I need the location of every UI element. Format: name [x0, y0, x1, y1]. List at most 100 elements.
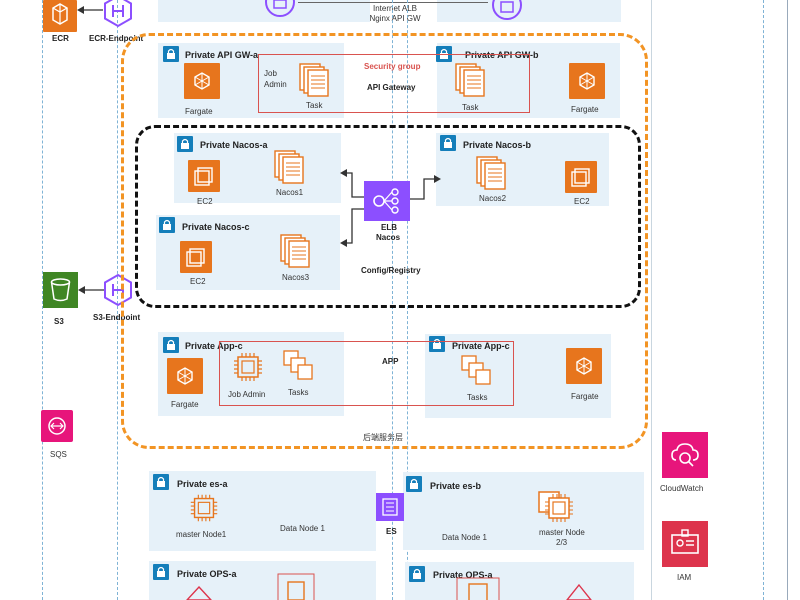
iam-label: IAM [677, 573, 692, 582]
security-group-label: Security group [364, 62, 421, 71]
top-subnet-right [437, 0, 621, 22]
nacos2-label: Nacos2 [479, 194, 507, 203]
security-group-box [258, 54, 530, 113]
tasks-icon [461, 355, 491, 385]
alb-line [298, 2, 488, 3]
task-label-left: Task [306, 101, 323, 110]
ec2-icon [180, 241, 212, 273]
cloudwatch-icon [662, 432, 708, 478]
s3-endpoint-label: S3-Endpoint [93, 313, 141, 322]
cloudwatch-label: CloudWatch [660, 484, 704, 493]
alb-icon-right [492, 0, 522, 20]
lock-icon [153, 564, 169, 580]
iam-icon [662, 521, 708, 567]
data-node1-label-b: Data Node 1 [442, 533, 487, 542]
subnet-title-app-c-right: Private App-c [452, 341, 510, 351]
fargate-label-api-b: Fargate [571, 105, 599, 114]
elb-connectors [340, 169, 441, 247]
task-icon [299, 63, 329, 97]
lock-icon [163, 46, 179, 62]
job-admin-chip-icon [234, 353, 262, 381]
job-admin-label-api: Job Admin [264, 69, 287, 89]
s3-icon [43, 272, 78, 308]
az-divider-line [787, 0, 788, 600]
subnet-title-nacos-c: Private Nacos-c [182, 222, 250, 232]
subnet-title-es-a: Private es-a [177, 479, 228, 489]
ec2-icon [565, 161, 597, 193]
job-admin-label-app: Job Admin [228, 390, 266, 399]
subnet-es-a [149, 471, 376, 551]
es-icon [376, 493, 404, 521]
lock-icon [409, 566, 425, 582]
ec2-label-b: EC2 [574, 197, 590, 206]
tasks-label-right: Tasks [467, 393, 488, 402]
fargate-label-app-left: Fargate [171, 400, 199, 409]
tasks-label-left: Tasks [288, 388, 309, 397]
ops-warning-icon [186, 586, 212, 600]
alb-label-line1: Internet ALB [372, 4, 418, 13]
sqs-icon [41, 410, 73, 442]
fargate-label-api-a: Fargate [185, 107, 213, 116]
lock-icon [163, 337, 179, 353]
central-dash-1 [392, 0, 393, 600]
task-label-right: Task [462, 103, 479, 112]
subnet-title-ops-a-left: Private OPS-a [177, 569, 237, 579]
subnet-title-api-gw-b: Private API GW-b [465, 50, 539, 60]
backend-service-layer-boundary [121, 33, 648, 449]
app-security-box [219, 341, 514, 406]
ops-chip-icon [456, 577, 500, 600]
task-icon [455, 63, 485, 97]
lock-icon [177, 136, 193, 152]
nacos-task-icon [476, 156, 506, 190]
lock-icon [159, 217, 175, 233]
alb-icon-left [265, 0, 295, 17]
fargate-icon [566, 348, 602, 384]
subnet-title-ops-a-right: Private OPS-a [433, 570, 493, 580]
ecr-label: ECR [52, 34, 69, 43]
nacos-task-icon [280, 234, 310, 268]
nacos1-label: Nacos1 [276, 188, 304, 197]
lock-icon [406, 476, 422, 492]
vpc-right-border [651, 0, 652, 600]
elb-label-line1: ELB [381, 223, 397, 232]
ec2-label-a: EC2 [197, 197, 213, 206]
nacos-cluster-boundary [135, 125, 641, 308]
master-node23-label-line1: master Node [539, 528, 585, 537]
master-node-chip-icon [538, 491, 573, 522]
nacos3-label: Nacos3 [282, 273, 310, 282]
lock-icon [429, 336, 445, 352]
subnet-es-b [403, 472, 644, 550]
config-registry-label: Config/Registry [361, 266, 421, 275]
fargate-icon [167, 358, 203, 394]
ecr-endpoint-icon [104, 0, 132, 28]
ec2-icon [188, 160, 220, 192]
master-node1-label: master Node1 [176, 530, 227, 539]
subnet-title-api-gw-a: Private API GW-a [185, 50, 259, 60]
vpc-boundary-left [42, 0, 43, 600]
app-label: APP [382, 357, 399, 366]
s3-endpoint-arrow [78, 286, 104, 294]
ecr-icon [43, 0, 77, 32]
fargate-icon [184, 63, 220, 99]
central-dash-2 [407, 0, 408, 600]
elb-nacos-icon [364, 181, 410, 221]
elb-label-line2: Nacos [376, 233, 401, 242]
backend-service-layer-label: 后端服务层 [363, 433, 403, 442]
master-node23-label-line2: 2/3 [556, 538, 568, 547]
master-node-chip-icon [190, 494, 218, 522]
fargate-icon [569, 63, 605, 99]
api-gateway-label: API Gateway [367, 83, 416, 92]
ecr-endpoint-label: ECR-Endpoint [89, 34, 144, 43]
lock-icon [440, 135, 456, 151]
vpc-boundary-right [763, 0, 764, 600]
subnet-title-es-b: Private es-b [430, 481, 482, 491]
fargate-label-app-right: Fargate [571, 392, 599, 401]
subnet-title-nacos-b: Private Nacos-b [463, 140, 532, 150]
ops-warning-icon [566, 584, 592, 600]
vpc-boundary-inner-left [117, 0, 118, 600]
alb-label-line2: Nginx API GW [369, 14, 421, 23]
nacos-task-icon [274, 150, 304, 184]
s3-label: S3 [54, 317, 64, 326]
subnet-ops-a-right [405, 562, 634, 600]
tasks-icon [283, 350, 313, 380]
